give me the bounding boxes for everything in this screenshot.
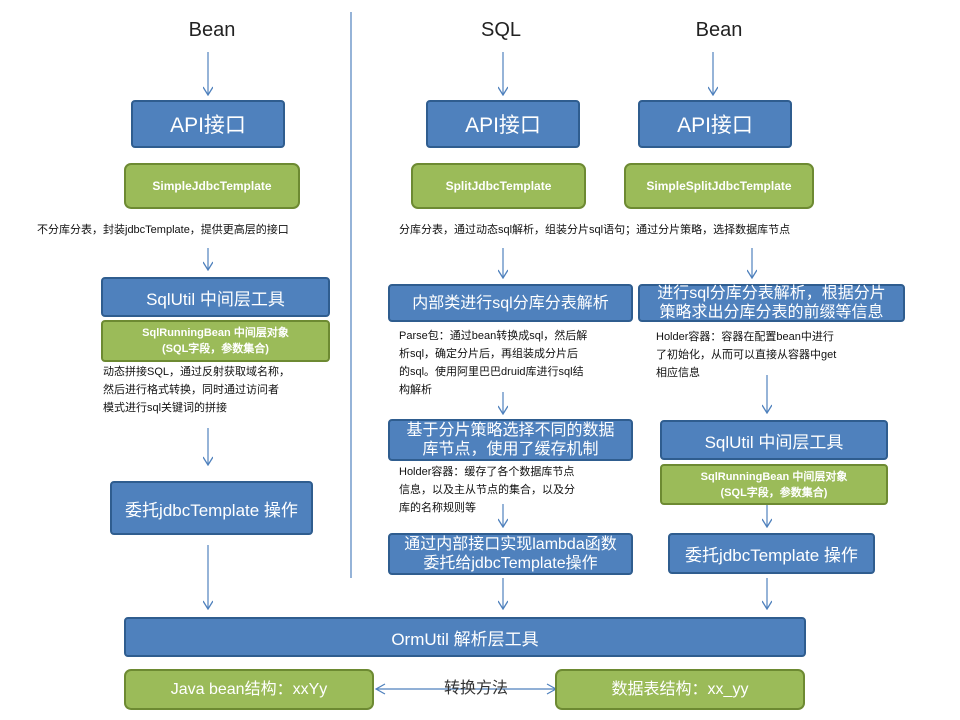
mid-template-box: SplitJdbcTemplate bbox=[411, 163, 586, 209]
mid-parse-note: Parse包：通过bean转换成sql，然后解 析sql，确定分片后，再组装成分… bbox=[399, 327, 629, 399]
mid-parse-line1: Parse包：通过bean转换成sql，然后解 bbox=[399, 330, 588, 342]
table-box: 数据表结构：xx_yy bbox=[555, 669, 805, 710]
left-running-line2: (SQL字段，参数集合) bbox=[162, 343, 269, 355]
mid-holder-line3: 库的名称规则等 bbox=[399, 502, 476, 514]
left-note-line3: 模式进行sql关键词的拼接 bbox=[103, 402, 228, 414]
right-running-line2: (SQL字段，参数集合) bbox=[720, 486, 828, 499]
mid-parse-line3: 的sql。使用阿里巴巴druid库进行sql结 bbox=[399, 366, 584, 378]
left-sqlutil-box: SqlUtil 中间层工具 bbox=[101, 277, 330, 317]
ormutil-box: OrmUtil 解析层工具 bbox=[124, 617, 806, 657]
left-delegate-box: 委托jdbcTemplate 操作 bbox=[110, 481, 313, 535]
mid-lambda-line1: 通过内部接口实现lambda函数 bbox=[404, 536, 617, 553]
right-api-box: API接口 bbox=[638, 100, 792, 148]
right-holder-line1: Holder容器：容器在配置bean中进行 bbox=[656, 331, 834, 343]
right-holder-line2: 了初始化，从而可以直接从容器中get bbox=[656, 349, 837, 361]
left-column-title: Bean bbox=[188, 19, 236, 41]
right-holder-note: Holder容器：容器在配置bean中进行 了初始化，从而可以直接从容器中get… bbox=[656, 328, 896, 382]
left-running-box: SqlRunningBean 中间层对象 (SQL字段，参数集合) bbox=[101, 320, 330, 362]
mid-holder-note: Holder容器：缓存了各个数据库节点 信息，以及主从节点的集合，以及分 库的名… bbox=[399, 463, 629, 517]
mid-strategy-line2: 库节点，使用了缓存机制 bbox=[422, 441, 599, 458]
mid-lambda-line2: 委托给jdbcTemplate操作 bbox=[423, 555, 598, 572]
right-running-box: SqlRunningBean 中间层对象 (SQL字段，参数集合) bbox=[660, 464, 888, 505]
javabean-box: Java bean结构：xxYy bbox=[124, 669, 374, 710]
convert-label: 转换方法 bbox=[443, 680, 508, 697]
left-running-line1: SqlRunningBean 中间层对象 bbox=[142, 327, 289, 339]
left-note-line2: 然后进行格式转换，同时通过访问者 bbox=[103, 384, 279, 396]
left-template-box: SimpleJdbcTemplate bbox=[124, 163, 300, 209]
mid-api-box: API接口 bbox=[426, 100, 580, 148]
mid-holder-line2: 信息，以及主从节点的集合，以及分 bbox=[399, 484, 575, 496]
left-desc: 不分库分表，封装jdbcTemplate，提供更高层的接口 bbox=[37, 224, 289, 236]
right-parse-line2: 策略求出分库分表的前缀等信息 bbox=[659, 304, 884, 321]
right-holder-line3: 相应信息 bbox=[656, 367, 700, 379]
right-delegate-box: 委托jdbcTemplate 操作 bbox=[668, 533, 875, 574]
mid-strategy-line1: 基于分片策略选择不同的数据 bbox=[406, 422, 615, 439]
mid-column-title: SQL bbox=[480, 19, 522, 41]
mid-parse-line2: 析sql，确定分片后，再组装成分片后 bbox=[399, 348, 579, 360]
left-note-line1: 动态拼接SQL，通过反射获取域名称， bbox=[103, 366, 291, 378]
mid-desc: 分库分表，通过动态sql解析，组装分片sql语句；通过分片策略，选择数据库节点 bbox=[399, 224, 791, 236]
mid-holder-line1: Holder容器：缓存了各个数据库节点 bbox=[399, 466, 575, 478]
left-api-box: API接口 bbox=[131, 100, 285, 148]
left-note: 动态拼接SQL，通过反射获取域名称， 然后进行格式转换，同时通过访问者 模式进行… bbox=[103, 363, 333, 417]
right-running-line1: SqlRunningBean 中间层对象 bbox=[700, 470, 848, 483]
right-parse-box: 进行sql分库分表解析，根据分片 策略求出分库分表的前缀等信息 bbox=[638, 284, 905, 322]
right-sqlutil-box: SqlUtil 中间层工具 bbox=[660, 420, 888, 460]
right-parse-line1: 进行sql分库分表解析，根据分片 bbox=[657, 285, 886, 302]
mid-parse-line4: 构解析 bbox=[399, 384, 432, 396]
right-column-title: Bean bbox=[695, 19, 743, 41]
mid-lambda-box: 通过内部接口实现lambda函数 委托给jdbcTemplate操作 bbox=[388, 533, 633, 575]
mid-strategy-box: 基于分片策略选择不同的数据 库节点，使用了缓存机制 bbox=[388, 419, 633, 461]
mid-inner-box: 内部类进行sql分库分表解析 bbox=[388, 284, 633, 322]
right-template-box: SimpleSplitJdbcTemplate bbox=[624, 163, 814, 209]
